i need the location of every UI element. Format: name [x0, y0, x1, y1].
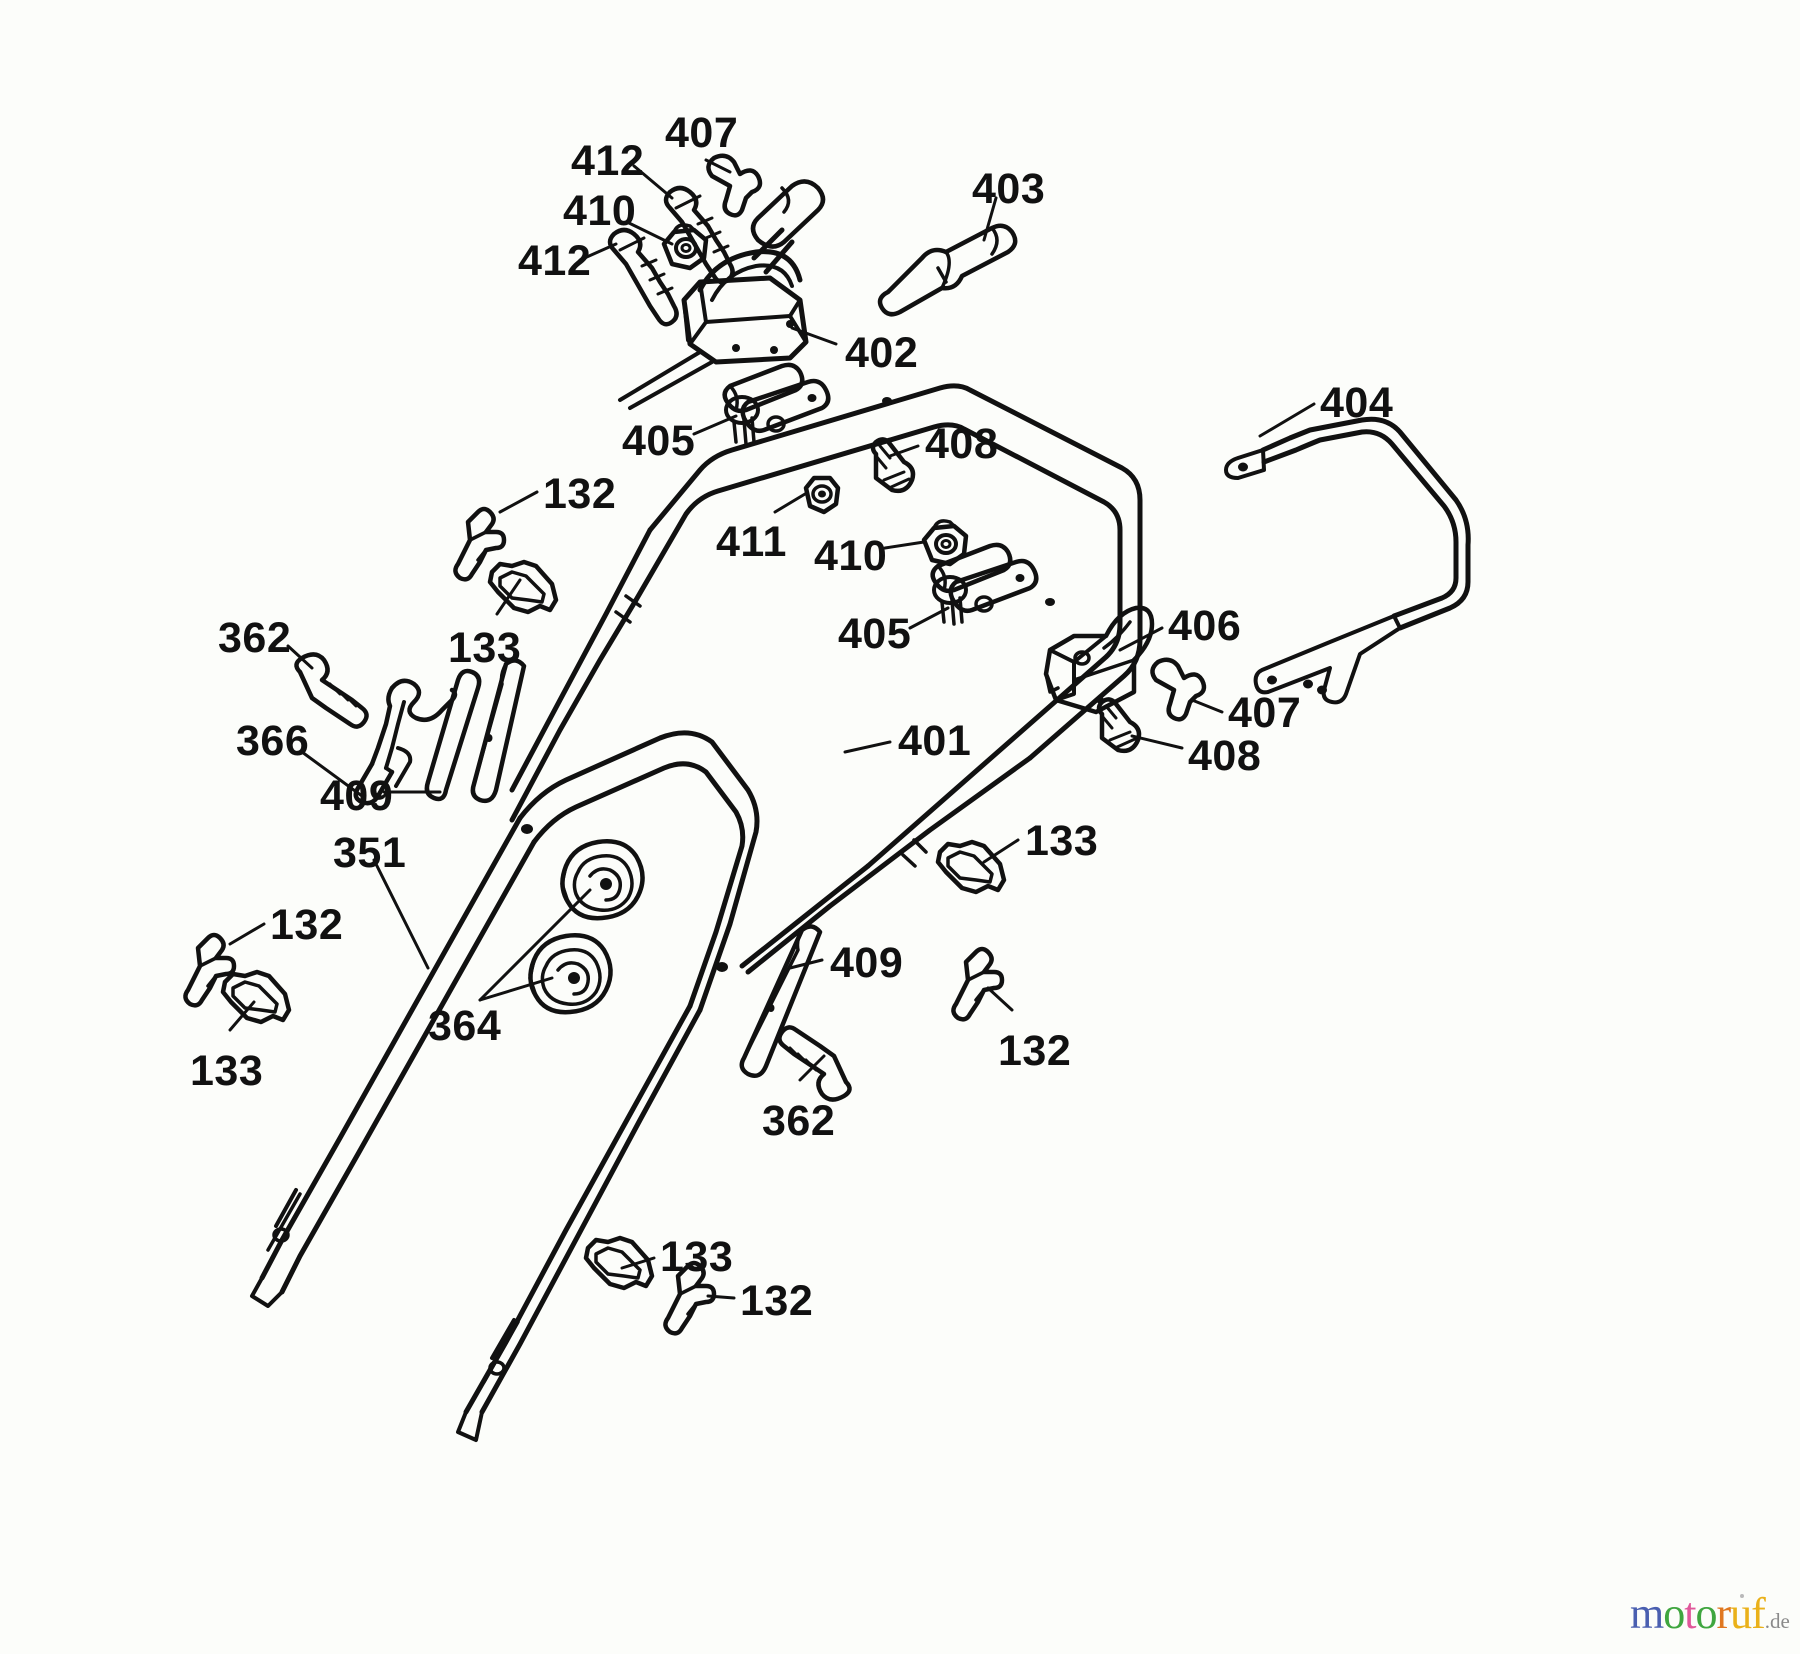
part-133-cable-guide-grommet-c	[935, 839, 1007, 895]
part-133-cable-guide-grommet-b	[220, 969, 292, 1025]
callout-133-b: 133	[1025, 817, 1099, 865]
part-407-wing-bolt-top	[706, 153, 763, 218]
callout-408-right: 408	[1188, 732, 1262, 780]
callout-402: 402	[845, 329, 919, 377]
part-409-handle-grip-tube-right	[739, 924, 823, 1078]
part-403-t-handle-pin	[877, 223, 1018, 317]
part-410-hex-nut-upper	[661, 223, 709, 271]
watermark-letter-o2: o	[1695, 1589, 1717, 1638]
callout-405-upper: 405	[622, 417, 696, 465]
leader-lines	[228, 158, 1316, 1300]
callout-410-lower: 410	[814, 532, 888, 580]
watermark-letter-r: r	[1716, 1589, 1731, 1638]
part-402-control-lever-housing	[618, 179, 826, 410]
part-407-wing-bolt-right	[1150, 657, 1207, 722]
callout-410-upper: 410	[563, 187, 637, 235]
part-404-stabilizer-bracket-bar	[1224, 416, 1471, 705]
watermark-letter-t: t	[1684, 1589, 1696, 1638]
watermark-tld: .de	[1764, 1609, 1790, 1633]
callout-409-right: 409	[830, 939, 904, 987]
callout-364: 364	[428, 1002, 502, 1050]
callout-132-b: 132	[270, 901, 344, 949]
callout-351: 351	[333, 829, 407, 877]
part-362-flange-screw-right	[777, 1025, 852, 1102]
callout-132-d: 132	[740, 1277, 814, 1325]
part-132-cable-clip-b	[183, 932, 237, 1008]
callout-407-top: 407	[665, 109, 739, 157]
callout-406: 406	[1168, 602, 1242, 650]
callout-407-right: 407	[1228, 689, 1302, 737]
part-133-cable-guide-grommet-d	[583, 1235, 655, 1291]
part-408-slotted-screw-upper	[870, 437, 916, 494]
part-132-cable-clip-a	[453, 506, 507, 582]
part-412-machine-screw-lower	[607, 227, 679, 327]
callout-408-upper: 408	[925, 420, 999, 468]
part-351-lower-handle-bar	[250, 730, 760, 1442]
callout-409-left: 409	[320, 772, 394, 820]
callout-412-lower: 412	[518, 237, 592, 285]
callout-366: 366	[236, 717, 310, 765]
part-411-lock-washer	[803, 475, 841, 515]
part-364-handle-knob-washer-upper	[560, 839, 645, 921]
part-405-cable-clamp-roller-lower	[930, 542, 1039, 626]
callout-412-upper: 412	[571, 137, 645, 185]
watermark-letter-o1: o	[1663, 1589, 1685, 1638]
watermark-letter-m: m	[1630, 1589, 1664, 1638]
part-408-slotted-screw-right	[1096, 697, 1142, 754]
part-410-hex-nut-lower	[921, 519, 969, 567]
callout-401: 401	[898, 717, 972, 765]
callout-411: 411	[716, 518, 787, 566]
watermark-letter-f: f	[1751, 1589, 1766, 1638]
motoruf-watermark: motoruf.de	[1630, 1592, 1790, 1636]
callout-362-right: 362	[762, 1097, 836, 1145]
callout-404: 404	[1320, 379, 1394, 427]
watermark-trademark-dot	[1739, 1594, 1744, 1598]
callout-362-left: 362	[218, 614, 292, 662]
callout-132-a: 132	[543, 470, 617, 518]
watermark-letter-u: u	[1730, 1589, 1752, 1638]
part-132-cable-clip-d	[663, 1260, 717, 1336]
part-406-grip-bracket	[1043, 605, 1155, 715]
callout-133-a: 133	[448, 624, 522, 672]
part-405-cable-clamp-roller-upper	[722, 362, 831, 446]
callout-133-d: 133	[660, 1233, 734, 1281]
part-132-cable-clip-c	[951, 946, 1005, 1022]
part-133-cable-guide-grommet-a	[487, 559, 559, 615]
part-364-handle-knob-washer-lower	[528, 933, 613, 1015]
callout-405-lower: 405	[838, 610, 912, 658]
part-409-handle-grip-tube-left	[424, 658, 527, 804]
callout-133-c: 133	[190, 1047, 264, 1095]
callout-132-c: 132	[998, 1027, 1072, 1075]
part-412-machine-screw-upper	[663, 185, 735, 285]
callout-403: 403	[972, 165, 1046, 213]
